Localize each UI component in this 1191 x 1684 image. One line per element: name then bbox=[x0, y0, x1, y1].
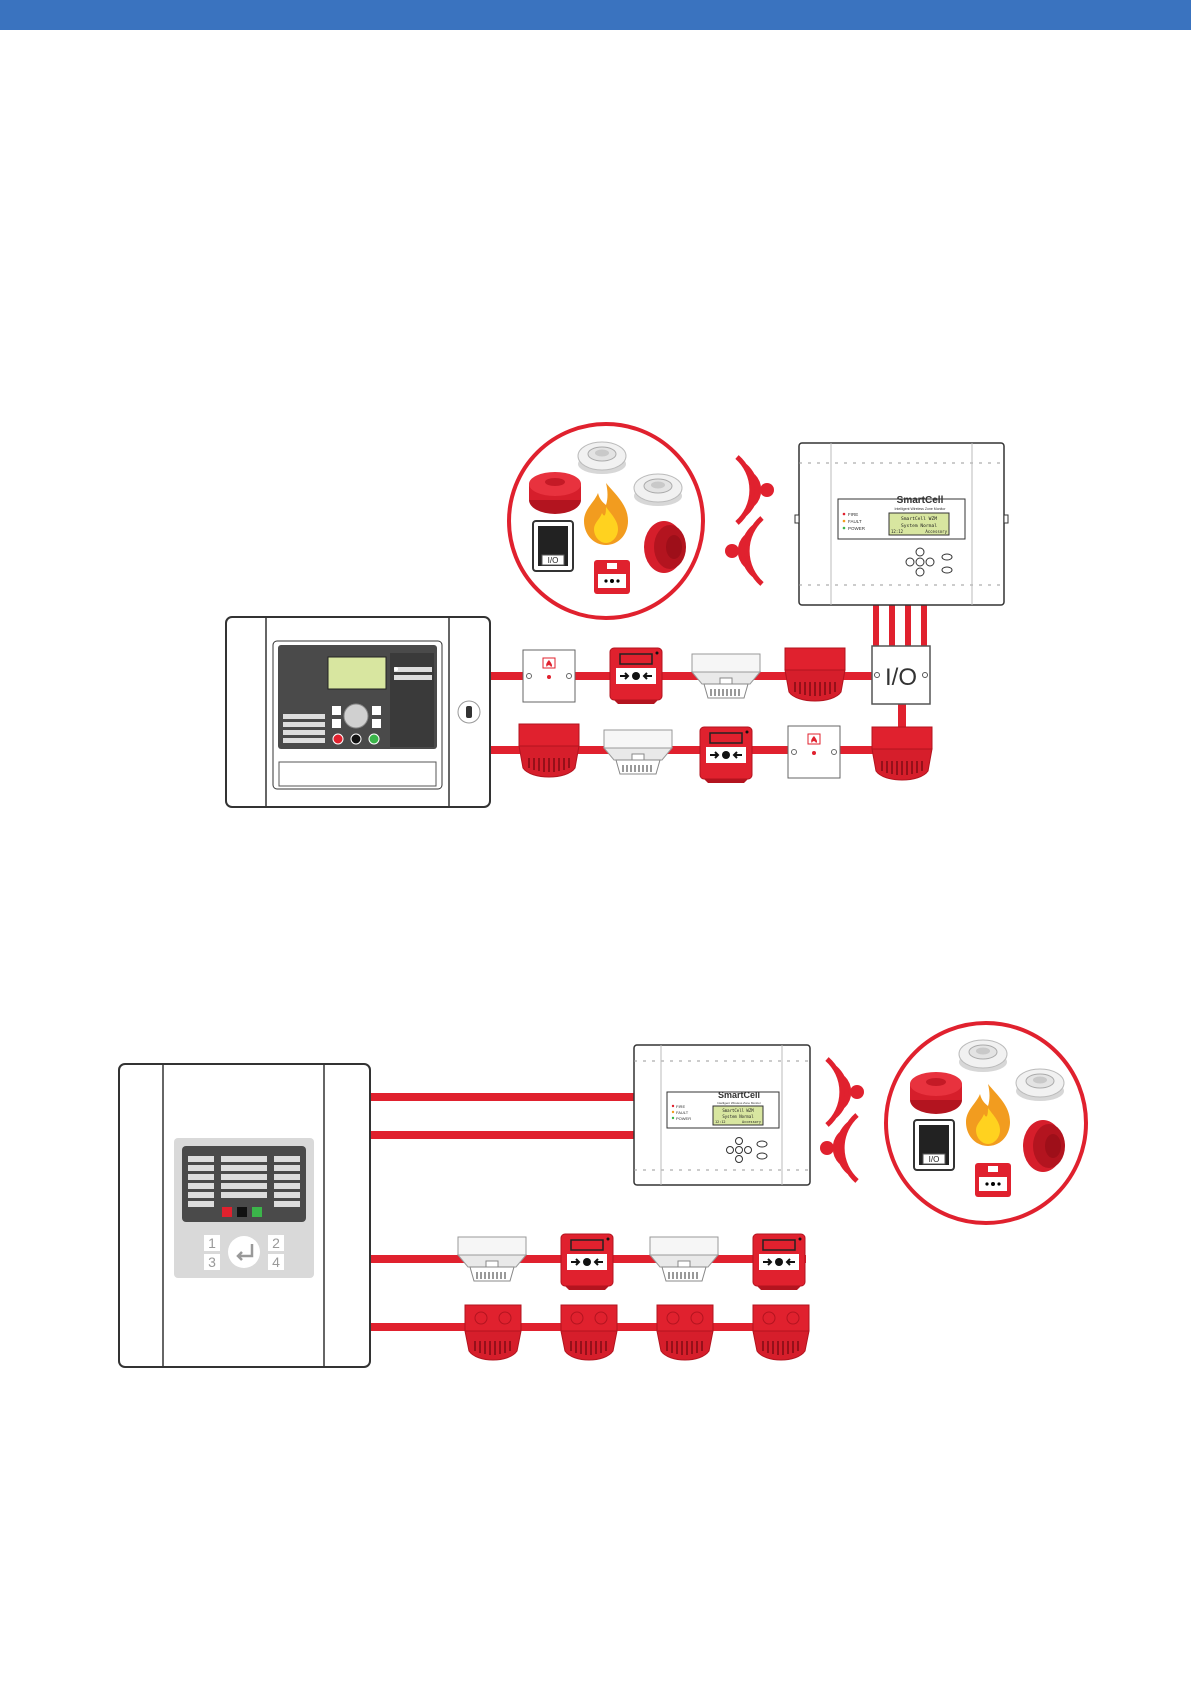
call-point-icon bbox=[975, 1163, 1011, 1197]
sounder-icon bbox=[785, 648, 845, 701]
call-point-icon bbox=[610, 648, 662, 704]
smoke-detector-icon bbox=[959, 1040, 1007, 1072]
svg-text:FIRE: FIRE bbox=[676, 1104, 685, 1109]
call-point-icon bbox=[700, 727, 752, 783]
svg-text:Intelligent Wireless Zone Moni: Intelligent Wireless Zone Monitor bbox=[895, 507, 947, 511]
io-label: I/O bbox=[885, 664, 917, 691]
sounder-icon bbox=[561, 1305, 617, 1360]
svg-text:Intelligent Wireless Zone Moni: Intelligent Wireless Zone Monitor bbox=[717, 1101, 761, 1105]
wireless-signal-icon bbox=[820, 1059, 864, 1181]
sounder-icon bbox=[465, 1305, 521, 1360]
diagram-bottom: 1 3 2 4 bbox=[119, 1023, 1086, 1367]
smartcell-unit: SmartCell Intelligent Wireless Zone Moni… bbox=[634, 1045, 810, 1185]
wireless-devices-group bbox=[886, 1023, 1086, 1223]
smoke-detector-icon bbox=[692, 654, 760, 698]
svg-text:12:12: 12:12 bbox=[891, 529, 904, 534]
sounder-icon bbox=[872, 727, 932, 780]
svg-text:POWER: POWER bbox=[676, 1116, 691, 1121]
fire-control-panel-large bbox=[226, 617, 490, 807]
svg-text:12:12: 12:12 bbox=[715, 1120, 726, 1124]
svg-text:2: 2 bbox=[272, 1235, 280, 1251]
svg-text:POWER: POWER bbox=[848, 526, 866, 531]
wireless-signal-icon bbox=[725, 457, 774, 584]
sounder-icon bbox=[519, 724, 579, 777]
fire-control-panel-small: 1 3 2 4 bbox=[119, 1064, 370, 1367]
sounder-icon bbox=[753, 1305, 809, 1360]
svg-text:SmartCell WZM: SmartCell WZM bbox=[901, 516, 937, 522]
io-module-small bbox=[788, 726, 840, 778]
svg-text:SmartCell: SmartCell bbox=[718, 1090, 760, 1100]
call-point-icon bbox=[753, 1234, 805, 1290]
io-wires bbox=[876, 605, 924, 646]
sounder-icon bbox=[529, 472, 581, 514]
wireless-devices-group bbox=[509, 424, 703, 618]
call-point-icon bbox=[594, 560, 630, 594]
svg-text:1: 1 bbox=[208, 1235, 216, 1251]
io-module-icon bbox=[914, 1120, 954, 1170]
smoke-detector-icon bbox=[458, 1237, 526, 1281]
smoke-detector-icon bbox=[578, 442, 626, 474]
smoke-detector-icon bbox=[634, 474, 682, 506]
smartcell-unit: SmartCell Intelligent Wireless Zone Moni… bbox=[795, 443, 1008, 605]
svg-text:System Normal: System Normal bbox=[722, 1114, 754, 1119]
svg-text:FAULT: FAULT bbox=[676, 1110, 689, 1115]
smoke-detector-icon bbox=[604, 730, 672, 774]
svg-text:3: 3 bbox=[208, 1254, 216, 1270]
io-module-icon bbox=[533, 521, 573, 571]
svg-text:Accessory: Accessory bbox=[925, 529, 947, 534]
enter-icon bbox=[228, 1236, 260, 1268]
svg-text:SmartCell: SmartCell bbox=[897, 495, 944, 506]
smoke-detector-icon bbox=[1016, 1069, 1064, 1101]
sounder-icon bbox=[910, 1072, 962, 1114]
diagram-top: I/O bbox=[226, 424, 1008, 807]
io-module-icon: I/O bbox=[872, 646, 930, 704]
svg-text:FIRE: FIRE bbox=[848, 512, 858, 517]
sounder-icon bbox=[657, 1305, 713, 1360]
panel-lcd bbox=[328, 657, 386, 689]
svg-text:FAULT: FAULT bbox=[848, 519, 862, 524]
svg-text:SmartCell WZM: SmartCell WZM bbox=[722, 1108, 754, 1113]
smoke-detector-icon bbox=[650, 1237, 718, 1281]
call-point-icon bbox=[561, 1234, 613, 1290]
svg-text:Accessory: Accessory bbox=[742, 1120, 761, 1124]
svg-text:4: 4 bbox=[272, 1254, 280, 1270]
io-module-small bbox=[523, 650, 575, 702]
